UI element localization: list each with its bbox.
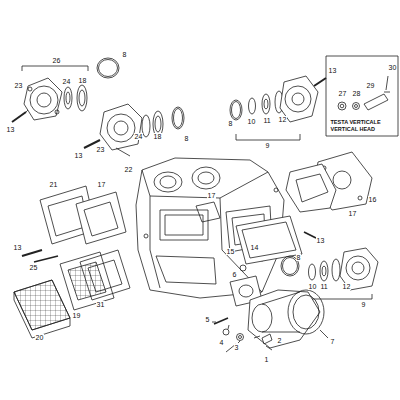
- callout-number: 4: [219, 339, 224, 346]
- callout-number: 8: [228, 120, 233, 127]
- callout-number: 24: [62, 78, 71, 85]
- callout-number: 8: [184, 135, 189, 142]
- callout-number: 20: [35, 334, 44, 341]
- callout-number: 7: [330, 338, 335, 345]
- callout-number: 17: [97, 181, 106, 188]
- callout-number: 12: [278, 116, 287, 123]
- callout-number: 19: [72, 312, 81, 319]
- callout-number: 11: [263, 117, 271, 124]
- callout-number: 23: [14, 82, 23, 89]
- gasket: [76, 192, 126, 244]
- callout-number: 30: [388, 64, 397, 71]
- flange-assembly: [230, 76, 326, 122]
- reed-block: [14, 250, 130, 338]
- callout-number: 13: [13, 244, 22, 251]
- group-bracket: [236, 134, 300, 140]
- callout-number: 11: [320, 283, 328, 290]
- callout-number: 25: [29, 264, 38, 271]
- callout-number: 29: [366, 82, 375, 89]
- callout-number: 21: [49, 181, 58, 188]
- inset-box: [326, 56, 398, 136]
- callout-number: 22: [124, 166, 133, 173]
- callout-number: 13: [316, 237, 325, 244]
- callout-number: 17: [207, 192, 216, 199]
- callout-number: 5: [205, 316, 210, 323]
- callout-number: 15: [226, 248, 235, 255]
- callout-number: 2: [277, 337, 282, 344]
- callout-number: 6: [232, 271, 237, 278]
- flange-assembly: [84, 104, 184, 156]
- callout-number: 9: [265, 142, 270, 149]
- intake-manifold: [230, 276, 324, 348]
- callout-number: 28: [352, 90, 361, 97]
- callout-number: 1: [264, 356, 269, 363]
- callout-number: 31: [96, 301, 105, 308]
- callout-number: 14: [250, 244, 259, 251]
- callout-number: 8: [296, 254, 301, 261]
- callout-number: 10: [247, 118, 256, 125]
- callout-number: 13: [74, 152, 83, 159]
- group-bracket: [22, 66, 88, 71]
- flange-assembly: [12, 58, 119, 122]
- callout-number: 18: [78, 77, 87, 84]
- flange-assembly: [281, 248, 378, 290]
- gasket: [236, 216, 302, 264]
- gasket: [286, 164, 336, 212]
- callout-number: 3: [234, 344, 239, 351]
- callout-number: 16: [368, 196, 377, 203]
- callout-number: 9: [361, 301, 366, 308]
- inset-note: VERTICAL HEAD: [330, 127, 376, 133]
- callout-number: 8: [122, 51, 127, 58]
- callout-number: 27: [338, 90, 347, 97]
- callout-number: 24: [134, 133, 143, 140]
- callout-number: 12: [342, 283, 351, 290]
- callout-number: 13: [328, 67, 337, 74]
- callout-number: 23: [96, 146, 105, 153]
- inset-note: TESTA VERTICALE: [330, 120, 381, 126]
- callout-number: 17: [348, 210, 357, 217]
- callout-number: 26: [52, 57, 61, 64]
- callout-number: 13: [6, 126, 15, 133]
- callout-number: 10: [308, 283, 317, 290]
- callout-number: 18: [153, 133, 162, 140]
- gasket: [196, 202, 220, 222]
